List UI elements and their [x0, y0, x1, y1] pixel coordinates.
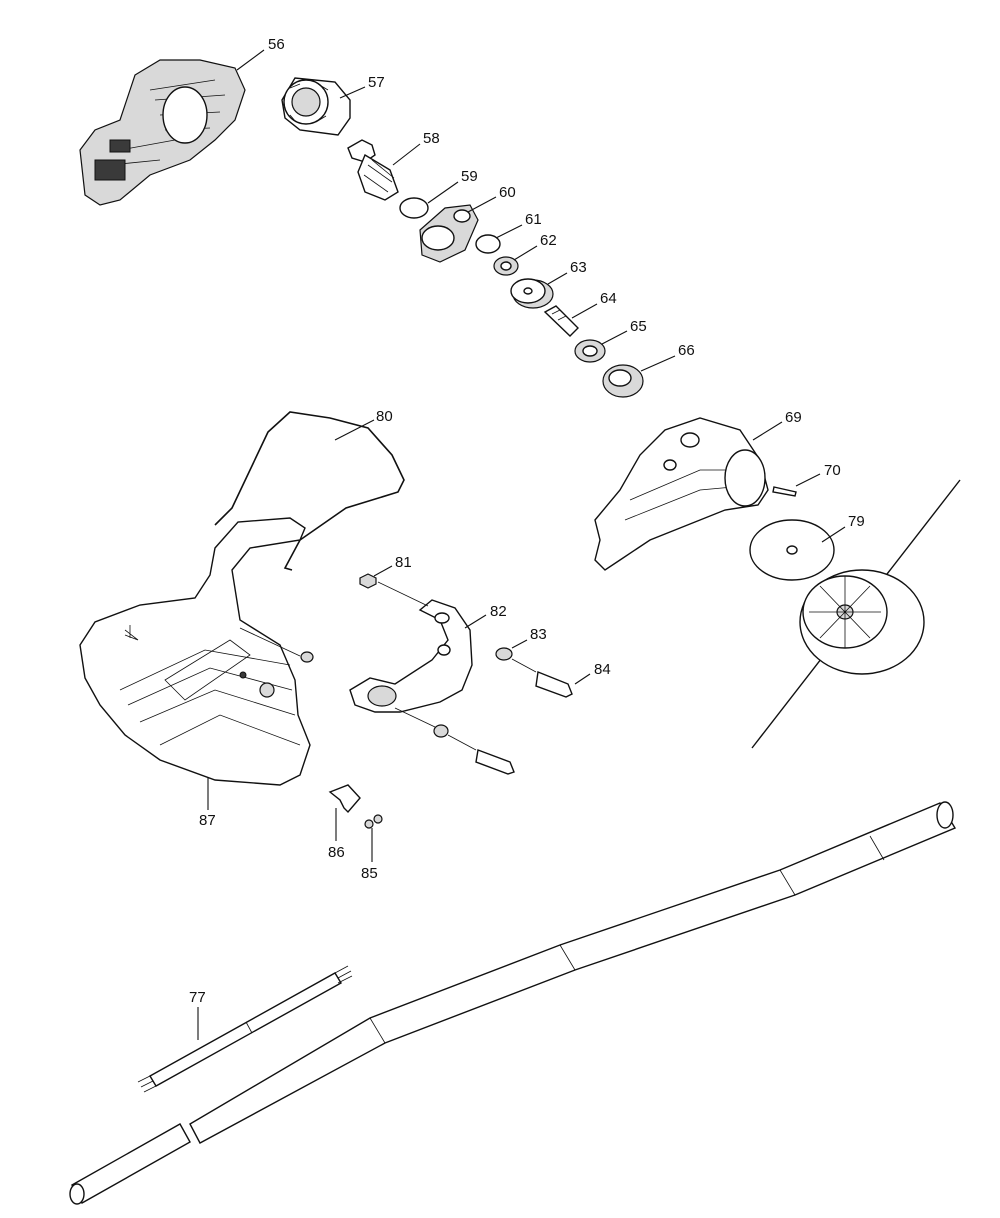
part-61-washer	[475, 234, 501, 254]
part-85-screw	[364, 819, 374, 829]
callout-59: 59	[461, 168, 478, 185]
part-69-motor-cover	[594, 417, 769, 571]
part-65-bearing	[574, 339, 606, 363]
callout-57: 57	[368, 74, 385, 91]
part-59-washer	[399, 197, 429, 219]
part-81-nut	[359, 573, 377, 589]
spool-head	[751, 479, 961, 749]
shaft-tube	[69, 801, 957, 1205]
callout-82: 82	[490, 603, 507, 620]
callout-69: 69	[785, 409, 802, 426]
callout-65: 65	[630, 318, 647, 335]
callout-87: 87	[199, 812, 216, 829]
part-60-bearing-holder	[419, 204, 479, 263]
part-77-wire	[137, 965, 353, 1093]
part-87-shield	[79, 517, 311, 786]
callout-81: 81	[395, 554, 412, 571]
part-62-bearing	[493, 256, 519, 276]
part-58-rotor	[347, 139, 399, 201]
callout-77: 77	[189, 989, 206, 1006]
callout-85: 85	[361, 865, 378, 882]
callout-61: 61	[525, 211, 542, 228]
callout-64: 64	[600, 290, 617, 307]
part-66-cap	[602, 364, 644, 398]
callout-labels: 56 57 58 59 60 61 62 63 64 65 66 69 70 7…	[189, 36, 865, 1006]
part-56-housing-half	[79, 59, 246, 206]
fasteners-shield	[300, 647, 573, 829]
part-64-spindle	[543, 305, 579, 337]
part-57-stator	[281, 77, 351, 136]
callout-70: 70	[824, 462, 841, 479]
part-86-bracket	[328, 784, 361, 814]
callout-66: 66	[678, 342, 695, 359]
part-82-bracket	[349, 599, 473, 713]
callout-79: 79	[848, 513, 865, 530]
callout-60: 60	[499, 184, 516, 201]
part-83-washer	[495, 647, 513, 661]
callout-63: 63	[570, 259, 587, 276]
callout-83: 83	[530, 626, 547, 643]
leader-lines	[197, 49, 846, 1040]
callout-58: 58	[423, 130, 440, 147]
callout-86: 86	[328, 844, 345, 861]
callout-80: 80	[376, 408, 393, 425]
part-84-bolt	[535, 671, 573, 698]
callout-62: 62	[540, 232, 557, 249]
part-79-disc	[749, 519, 835, 581]
callout-84: 84	[594, 661, 611, 678]
part-70-screw	[772, 486, 797, 497]
callout-56: 56	[268, 36, 285, 53]
part-63-gear	[510, 278, 554, 309]
